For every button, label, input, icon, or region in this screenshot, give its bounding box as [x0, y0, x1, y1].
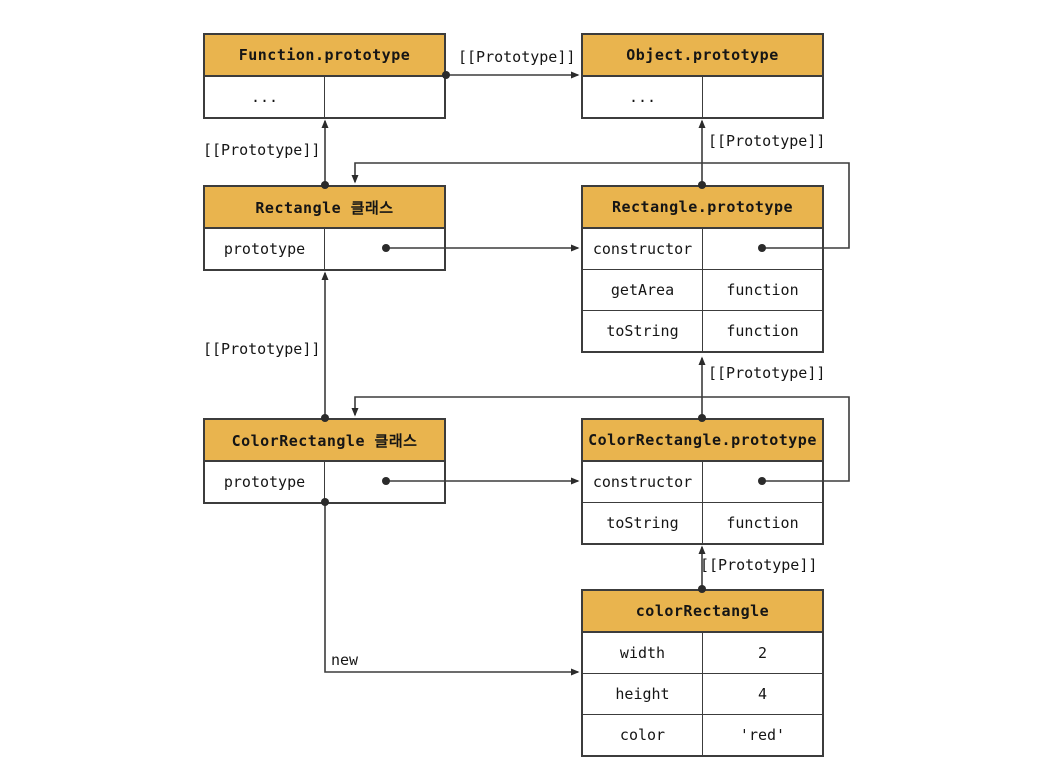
- edge-function-prototype-to-object-prototype: [442, 71, 580, 79]
- node-row: height 4: [583, 673, 822, 714]
- node-colorrectangle-class: ColorRectangle 클래스 prototype: [203, 418, 446, 504]
- cell-value: [703, 462, 822, 502]
- edge-colorrectangle-class-to-rectangle-class: [321, 271, 329, 422]
- new-edge-label: new: [331, 651, 359, 669]
- node-rectangle-class: Rectangle 클래스 prototype: [203, 185, 446, 271]
- cell-key: getArea: [583, 270, 703, 310]
- cell-value: [325, 77, 444, 117]
- cell-key: ...: [583, 77, 703, 117]
- prototype-edge-label-left-upper: [[Prototype]]: [203, 141, 321, 159]
- cell-key: toString: [583, 503, 703, 543]
- cell-value: 4: [757, 685, 768, 703]
- cell-value: [703, 77, 822, 117]
- cell-value: 'red': [739, 726, 786, 744]
- prototype-edge-label-top: [[Prototype]]: [458, 48, 576, 66]
- edge-rectangle-class-to-function-prototype: [321, 119, 329, 189]
- cell-key: ...: [205, 77, 325, 117]
- node-row: toString function: [583, 502, 822, 543]
- node-colorrectangle-instance: colorRectangle width 2 height 4 color 'r…: [581, 589, 824, 757]
- edge-colorrectangle-prototype-to-rectangle-prototype: [698, 356, 706, 422]
- node-row: width 2: [583, 633, 822, 673]
- cell-key: prototype: [205, 229, 325, 269]
- cell-value: [325, 229, 444, 269]
- node-object-prototype-title: Object.prototype: [583, 35, 822, 77]
- node-row: ...: [583, 77, 822, 117]
- prototype-edge-label-right-mid: [[Prototype]]: [708, 364, 826, 382]
- cell-key: height: [583, 674, 703, 714]
- cell-key: constructor: [583, 462, 703, 502]
- cell-value: 2: [757, 644, 768, 662]
- cell-value: [703, 229, 822, 269]
- edge-new-colorrectangle-class-to-instance: [321, 498, 580, 676]
- node-rectangle-prototype-title: Rectangle.prototype: [583, 187, 822, 229]
- node-rectangle-prototype: Rectangle.prototype constructor getArea …: [581, 185, 824, 353]
- cell-value: [325, 462, 444, 502]
- node-row: toString function: [583, 310, 822, 351]
- node-row: constructor: [583, 229, 822, 269]
- node-function-prototype-title: Function.prototype: [205, 35, 444, 77]
- cell-key: width: [583, 633, 703, 673]
- node-row: constructor: [583, 462, 822, 502]
- node-row: color 'red': [583, 714, 822, 755]
- node-row: ...: [205, 77, 444, 117]
- node-object-prototype: Object.prototype ...: [581, 33, 824, 119]
- node-rectangle-class-title: Rectangle 클래스: [205, 187, 444, 229]
- prototype-edge-label-right-upper: [[Prototype]]: [708, 132, 826, 150]
- node-row: prototype: [205, 462, 444, 502]
- node-row: getArea function: [583, 269, 822, 310]
- node-colorrectangle-prototype-title: ColorRectangle.prototype: [583, 420, 822, 462]
- node-colorrectangle-prototype: ColorRectangle.prototype constructor toS…: [581, 418, 824, 545]
- node-function-prototype: Function.prototype ...: [203, 33, 446, 119]
- cell-key: constructor: [583, 229, 703, 269]
- edge-rectangle-prototype-to-object-prototype: [698, 119, 706, 189]
- prototype-edge-label-right-lower: [[Prototype]]: [700, 556, 818, 574]
- cell-value: function: [726, 514, 799, 532]
- node-colorrectangle-instance-title: colorRectangle: [583, 591, 822, 633]
- cell-key: color: [583, 715, 703, 755]
- prototype-edge-label-left-mid: [[Prototype]]: [203, 340, 321, 358]
- cell-value: function: [726, 322, 799, 340]
- node-row: prototype: [205, 229, 444, 269]
- cell-key: prototype: [205, 462, 325, 502]
- cell-value: function: [726, 281, 799, 299]
- cell-key: toString: [583, 311, 703, 351]
- node-colorrectangle-class-title: ColorRectangle 클래스: [205, 420, 444, 462]
